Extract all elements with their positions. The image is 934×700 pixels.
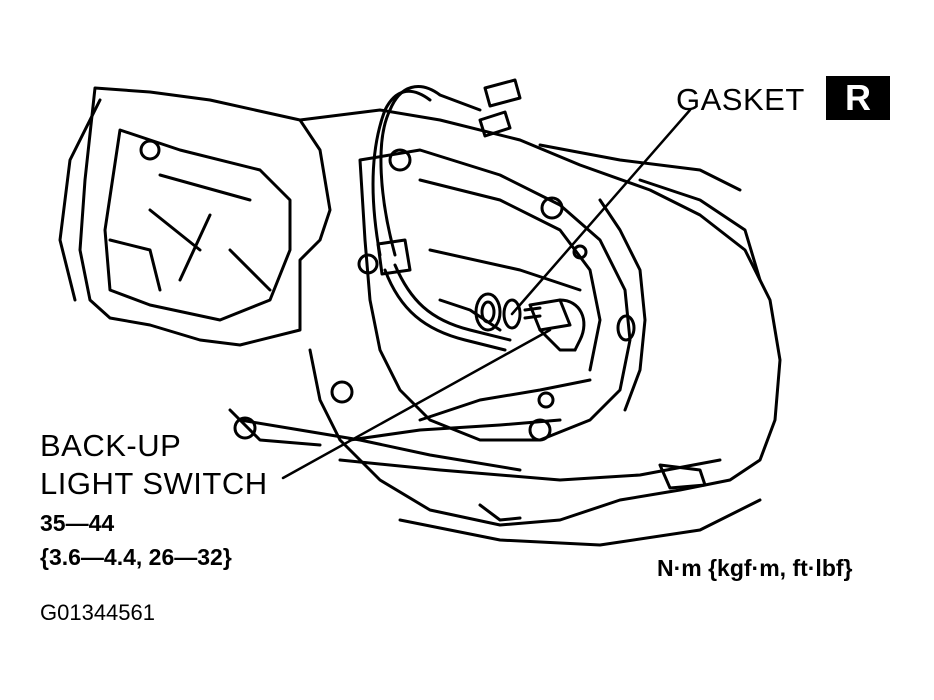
port-right <box>616 314 636 342</box>
bolt-upper <box>388 148 412 172</box>
torque-other-units-value: {3.6—4.4, 26—32} <box>40 544 232 570</box>
gasket-ring <box>502 298 522 330</box>
housing-outline <box>228 108 782 547</box>
bolt-bottom-left <box>233 416 257 440</box>
bolts <box>233 148 636 442</box>
switch-label-line1: BACK-UP <box>40 428 182 463</box>
wire-connector-upper <box>478 78 522 138</box>
gasket-leader-line <box>510 108 692 316</box>
torque-nm-value: 35—44 <box>40 510 115 536</box>
gasket-replace-badge: R <box>826 76 890 120</box>
bolt-upper-right <box>540 196 564 220</box>
wire-harness <box>371 85 512 352</box>
switch-label-line2: LIGHT SWITCH <box>40 466 268 501</box>
bolt-clip <box>357 253 379 275</box>
back-up-light-switch <box>474 292 586 352</box>
bolt-lower-mid <box>528 418 552 442</box>
units-legend: N·m {kgf·m, ft·lbf} <box>657 555 853 581</box>
switch-leader-line <box>281 328 552 480</box>
bolt-left-upper <box>139 139 161 161</box>
bolt-lower-left <box>330 380 354 404</box>
wire-clip <box>376 238 412 276</box>
figure-id: G01344561 <box>40 600 155 625</box>
bolt-side <box>572 244 588 260</box>
bracket-outline <box>58 86 332 347</box>
bolt-right <box>537 391 555 409</box>
gasket-label: GASKET <box>676 82 805 117</box>
